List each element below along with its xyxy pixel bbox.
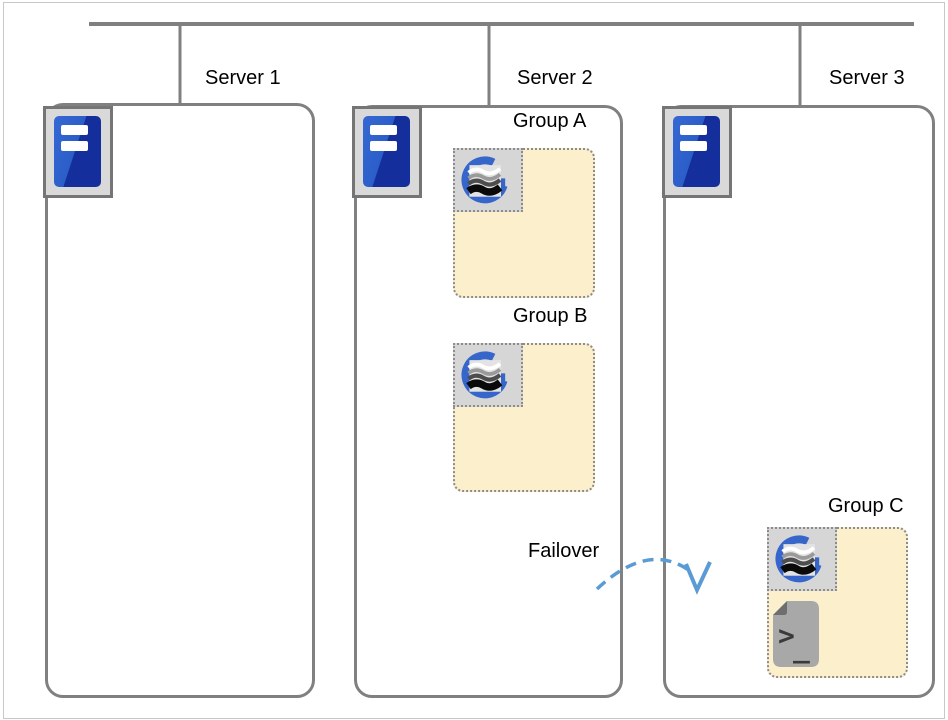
group-b-box bbox=[453, 343, 595, 492]
group-a-label: Group A bbox=[513, 110, 587, 132]
group-b-label: Group B bbox=[513, 305, 588, 327]
group-a-box bbox=[453, 148, 595, 298]
g-logo-icon bbox=[453, 148, 523, 212]
group-c-label: Group C bbox=[828, 495, 904, 517]
server-tower-icon bbox=[662, 106, 732, 198]
g-logo-icon bbox=[767, 527, 837, 591]
server-tower-icon bbox=[43, 106, 113, 198]
server2-label: Server 2 bbox=[517, 67, 593, 89]
server1-box bbox=[45, 103, 315, 698]
group-c-box bbox=[767, 527, 908, 678]
server-tower-icon bbox=[352, 106, 422, 198]
server3-label: Server 3 bbox=[829, 67, 905, 89]
server1-label: Server 1 bbox=[205, 67, 281, 89]
g-logo-icon bbox=[453, 343, 523, 407]
failover-label: Failover bbox=[528, 540, 600, 562]
